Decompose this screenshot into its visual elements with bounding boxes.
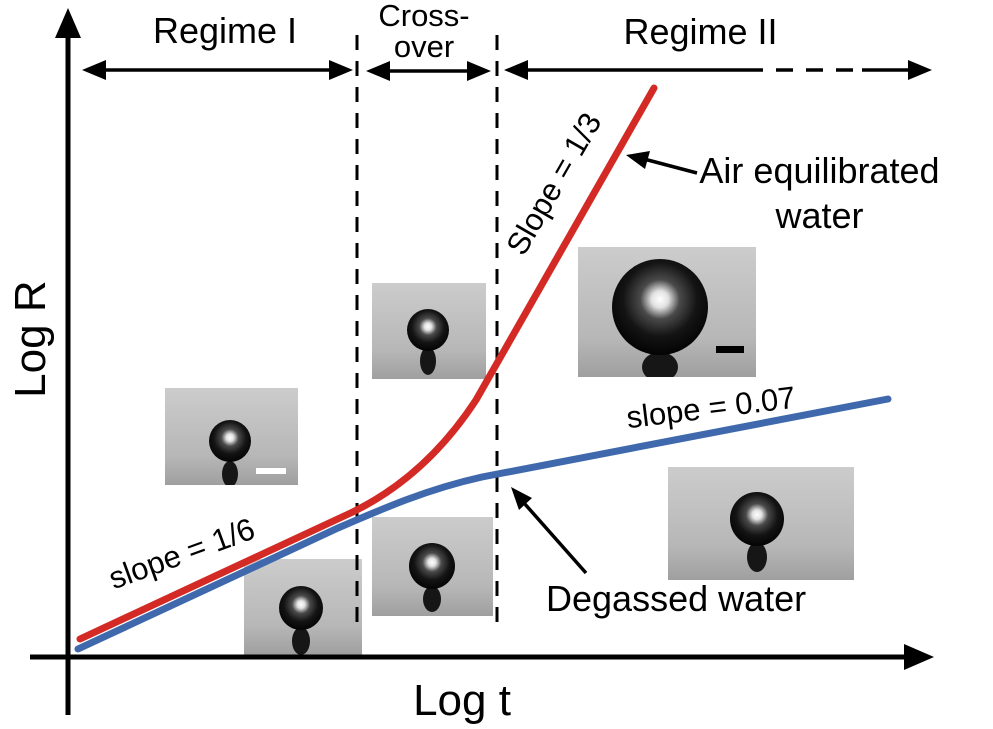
regime2-label: Regime II bbox=[623, 11, 778, 52]
bubble-icon bbox=[279, 586, 323, 630]
crossover-label: Cross- over bbox=[366, 0, 482, 62]
degassed-annotation-arrow bbox=[511, 487, 588, 575]
crossover-label-line2: over bbox=[393, 29, 455, 64]
degassed-arrow-line bbox=[522, 501, 588, 575]
air-water-annotation-arrow bbox=[626, 151, 698, 175]
y-axis-label: Log R bbox=[5, 280, 55, 398]
crossover-arrowhead-right bbox=[467, 61, 491, 81]
bubble-icon bbox=[209, 420, 251, 462]
air-water-arrowhead bbox=[626, 151, 650, 169]
bubble-icon bbox=[407, 309, 449, 351]
inset-photo-regime1-small bbox=[165, 388, 298, 485]
crossover-arrowhead-left bbox=[366, 61, 390, 81]
inset-photo-crossover-bottom bbox=[372, 517, 493, 616]
bubble-neck bbox=[423, 586, 441, 612]
regime2-extent-arrow bbox=[504, 60, 932, 80]
red-curve-air-equilibrated bbox=[76, 84, 658, 643]
scale-bar-black bbox=[716, 346, 744, 353]
crossover-label-line1: Cross- bbox=[378, 0, 470, 33]
inset-photo-regime2-degassed bbox=[668, 467, 854, 580]
x-axis-arrowhead bbox=[904, 644, 934, 670]
regime1-arrowhead-left bbox=[82, 60, 106, 80]
scale-bar-white bbox=[256, 468, 286, 474]
x-axis-label: Log t bbox=[413, 676, 511, 725]
bubble-neck bbox=[747, 542, 767, 572]
crossover-extent-arrow bbox=[366, 61, 491, 81]
bubble-neck bbox=[292, 627, 310, 655]
air-label-line1: Air equilibrated bbox=[699, 150, 940, 191]
bubble-icon bbox=[730, 492, 784, 546]
air-equilibrated-water-label: Air equilibrated water bbox=[652, 148, 987, 238]
regime1-label: Regime I bbox=[152, 10, 298, 51]
bubble-neck bbox=[222, 461, 238, 485]
inset-photo-crossover-top bbox=[372, 283, 486, 379]
inset-photo-regime2-large bbox=[578, 247, 756, 377]
regime2-arrowhead-left bbox=[504, 60, 528, 80]
bubble-icon bbox=[409, 543, 455, 589]
bubble-icon bbox=[612, 259, 708, 355]
bubble-neck bbox=[642, 352, 678, 377]
degassed-arrowhead bbox=[511, 487, 532, 510]
inset-photo-bottom-left bbox=[244, 559, 362, 655]
bubble-neck bbox=[420, 347, 436, 375]
regime2-arrowhead-right bbox=[908, 60, 932, 80]
air-label-line2: water bbox=[775, 195, 864, 236]
regime1-arrowhead-right bbox=[329, 60, 353, 80]
regime1-extent-arrow bbox=[82, 60, 353, 80]
y-axis-arrowhead bbox=[55, 8, 81, 38]
air-water-arrow-line bbox=[643, 157, 698, 175]
blue-curve-degassed-water bbox=[74, 395, 892, 653]
degassed-water-label: Degassed water bbox=[546, 578, 807, 619]
